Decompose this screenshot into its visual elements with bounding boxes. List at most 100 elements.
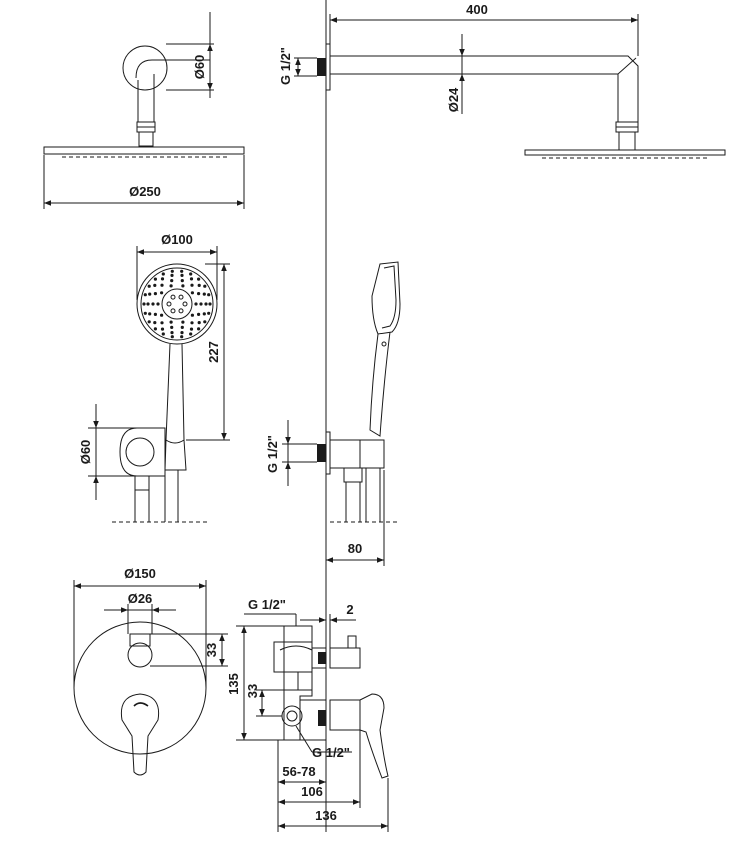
nozzle-dot [190,313,194,317]
nozzle-dot [181,284,185,288]
shower-arm [330,55,639,123]
dim-mixer-thread-bottom: G 1/2" [312,745,350,760]
hand-shower-handle [165,343,185,444]
nozzle-dot [151,302,155,306]
nozzle-dot [156,302,160,306]
nozzle-dot [142,302,146,306]
wall-flange-circle [122,45,168,91]
nozzle-dot [189,272,193,276]
nozzle-dot [208,302,212,306]
nozzle-dot [160,277,165,281]
nozzle-dot [170,331,174,335]
nozzle-dot [160,313,164,317]
nozzle-dot [146,302,150,306]
wall-connector [317,58,326,76]
nozzle-dot [180,273,184,277]
nozzle-dot [160,321,164,325]
dim-body-height: 135 [226,673,241,695]
arm-neck [138,131,154,147]
nozzle-dot [204,302,208,306]
center-nozzle [170,294,176,300]
dim-depth-136: 136 [315,808,337,823]
nozzle-dot [180,269,184,273]
dim-side-offset: 33 [245,684,260,698]
center-nozzle [170,308,176,314]
hand-shower-side-head [371,261,401,335]
mixer-top-outlet [297,671,313,691]
nozzle-dot [170,273,174,277]
nozzle-dot [190,291,194,295]
nozzle-dot [148,292,152,296]
overhead-shower-side-view: 400 Ø24 G 1/2" [278,2,726,159]
hand-shower-side-view: G 1/2" 80 [265,261,401,566]
nozzle-dot [207,311,211,315]
dim-hand-head-diameter: Ø100 [161,232,193,247]
nozzle-dot [147,320,151,324]
nozzle-dot [153,321,157,325]
dim-depth-106: 106 [301,784,323,799]
dim-plate-diameter: Ø150 [124,566,156,581]
nozzle-dot [169,320,173,324]
nozzle-dot [203,284,207,288]
nozzle-dot [197,327,201,331]
hand-shower-head [136,263,218,345]
nozzle-dot [153,283,157,287]
dim-install-depth: 56-78 [282,764,315,779]
nozzle-dot [207,293,211,297]
dim-arm-diameter: Ø24 [446,87,461,112]
mixer-inlet [281,705,303,727]
nozzle-dot [202,292,206,296]
dim-plate-gap: 2 [346,602,353,617]
nozzle-dot [143,311,147,315]
shower-head-plate [43,146,245,155]
nozzle-dot [170,279,174,283]
nozzle-dot [148,312,152,316]
dim-holder-diameter: Ø60 [78,440,93,465]
nozzle-dot [160,283,164,287]
nozzle-dot [147,284,151,288]
shower-head-side [524,149,726,156]
dim-wall-flange-diameter: Ø60 [192,55,207,80]
nozzle-dot [153,312,157,316]
nozzle-dot [180,335,184,339]
nozzle-dot [199,302,203,306]
nozzle-dot [197,292,201,296]
diverter-knob-stem [129,633,151,647]
diverter-knob [127,642,153,668]
mixer-front-view: Ø150 Ø26 33 [73,566,228,776]
nozzle-dot [189,277,194,281]
overhead-shower-front-view: Ø60 Ø250 [43,12,245,209]
nozzle-dot [180,325,184,329]
dim-mixer-thread-top: G 1/2" [248,597,286,612]
nozzle-dot [160,327,165,331]
nozzle-dot [197,283,201,287]
dim-arm-length: 400 [466,2,488,17]
dim-head-diameter: Ø250 [129,184,161,199]
nozzle-dot [197,321,201,325]
nozzle-dot [170,269,174,273]
nozzle-dot [203,320,207,324]
nozzle-dot [181,320,185,324]
dim-hand-projection: 80 [348,541,362,556]
nozzle-dot [153,277,157,281]
wall-connector-hand [317,444,326,462]
nozzle-dot [190,321,194,325]
dim-hand-thread: G 1/2" [265,435,280,473]
nozzle-dot [170,325,174,329]
hand-side-holder [330,439,385,469]
nozzle-dot [194,302,198,306]
center-nozzle [166,301,172,307]
nozzle-dot [197,312,201,316]
nozzle-dot [153,327,157,331]
hand-shower-holder [119,427,166,477]
nozzle-dot [190,283,194,287]
nozzle-dot [169,284,173,288]
mixer-lever-side [359,693,389,779]
dim-hand-length: 227 [206,341,221,363]
center-nozzle [178,294,184,300]
nozzle-dot [197,277,201,281]
hand-shower-front-view: Ø100 227 Ø60 [78,232,230,523]
dim-knob-offset: 33 [204,643,219,657]
nozzle-dot [160,291,164,295]
